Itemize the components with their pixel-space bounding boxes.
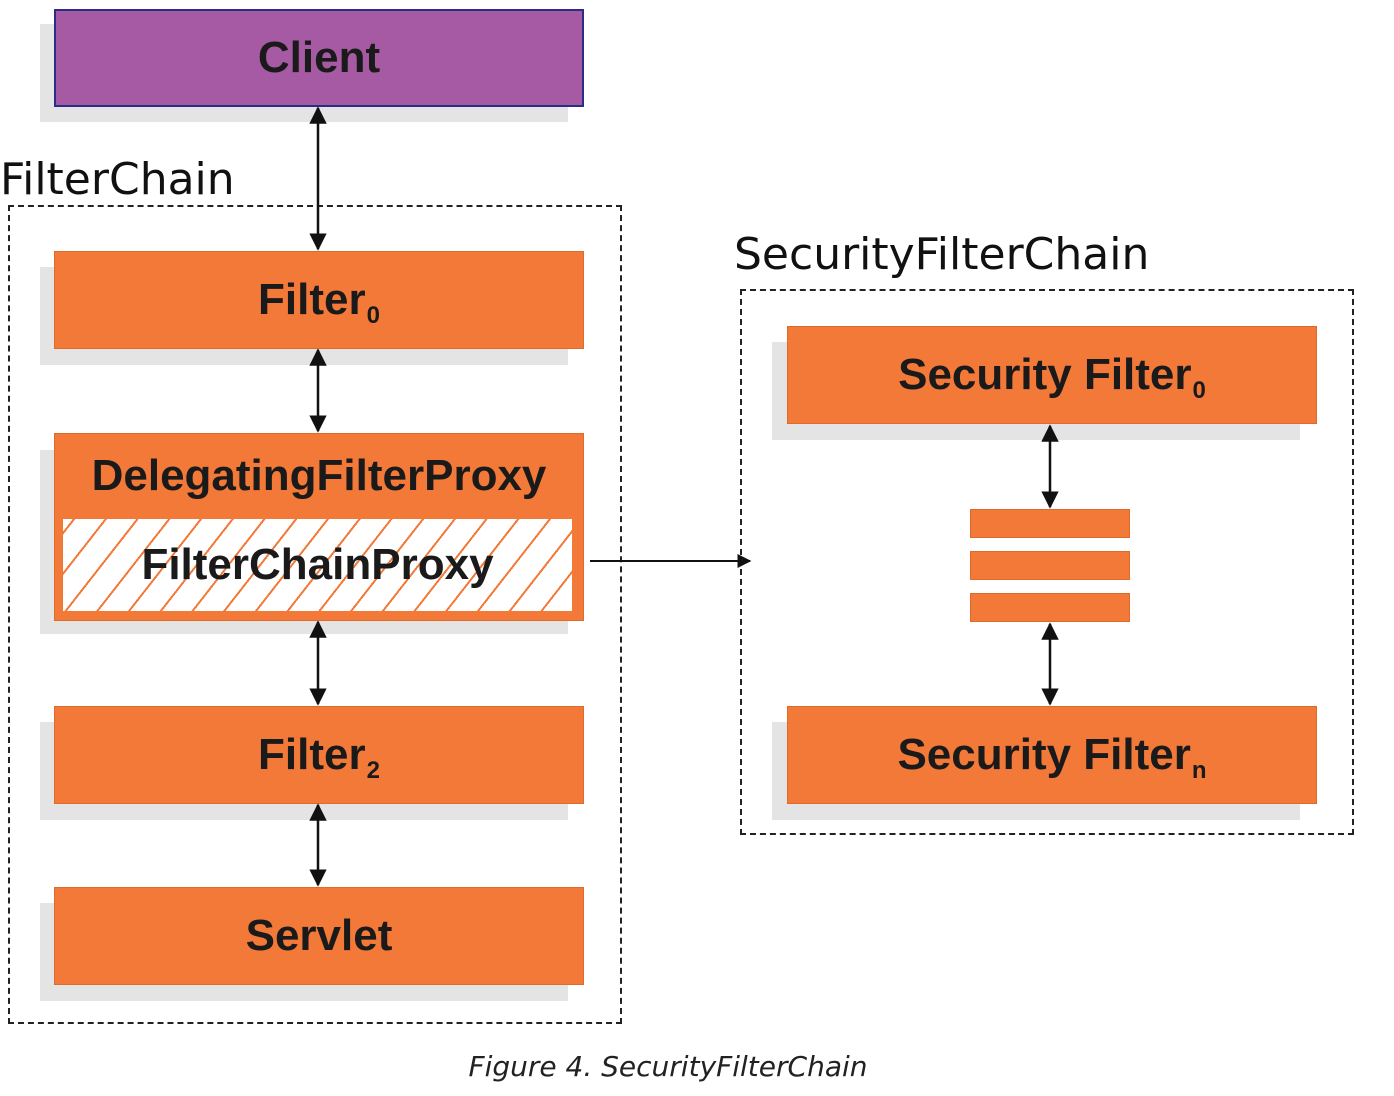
- client-box: Client: [54, 9, 584, 107]
- filter-chain-proxy-box: FilterChainProxy: [61, 517, 574, 613]
- servlet-box: Servlet: [54, 887, 584, 985]
- filter2-subscript: 2: [366, 757, 380, 784]
- intermediate-filter-bar: [970, 593, 1130, 622]
- delegating-filter-proxy-label: DelegatingFilterProxy: [91, 451, 547, 500]
- intermediate-filter-bar: [970, 509, 1130, 538]
- security-filter0-subscript: 0: [1192, 377, 1206, 404]
- intermediate-filter-bar: [970, 551, 1130, 580]
- filter-chain-proxy-label: FilterChainProxy: [141, 540, 494, 589]
- security-filtern-label: Security Filter: [897, 730, 1191, 779]
- servlet-label: Servlet: [245, 911, 393, 960]
- security-filtern-subscript: n: [1191, 757, 1207, 784]
- delegating-filter-proxy-box: DelegatingFilterProxy FilterChainProxy: [54, 433, 584, 621]
- filter0-subscript: 0: [366, 302, 380, 329]
- figure-caption: Figure 4. SecurityFilterChain: [468, 1050, 868, 1083]
- client-label: Client: [257, 33, 381, 82]
- security-filter-chain-label: SecurityFilterChain: [734, 229, 1150, 280]
- filter2-label: Filter: [258, 730, 366, 779]
- security-filter0-label: Security Filter: [898, 350, 1192, 399]
- filter-chain-label: FilterChain: [0, 154, 235, 205]
- filter0-label: Filter: [258, 275, 366, 324]
